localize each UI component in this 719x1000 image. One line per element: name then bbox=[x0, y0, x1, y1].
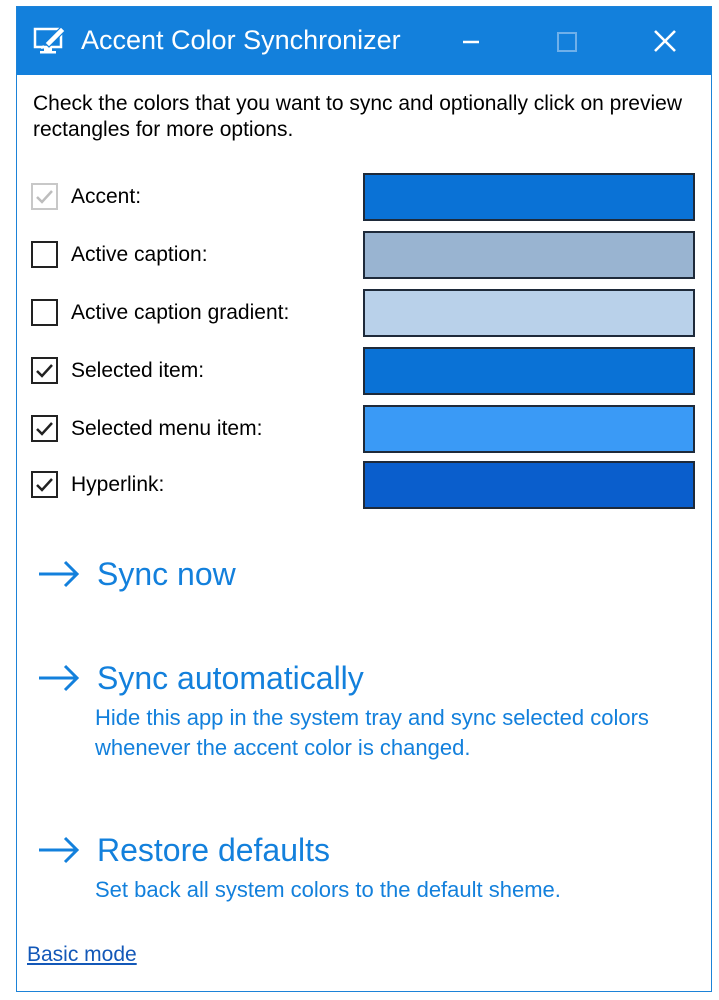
color-row-active-caption-gradient: Active caption gradient: bbox=[31, 289, 697, 337]
active-caption-label: Active caption: bbox=[71, 243, 208, 266]
sync-now-action: Sync now bbox=[37, 553, 677, 597]
active-caption-gradient-checkbox[interactable] bbox=[31, 299, 58, 326]
color-row-accent: Accent: bbox=[31, 173, 697, 221]
accent-label: Accent: bbox=[71, 185, 142, 208]
sync-now-title: Sync now bbox=[97, 556, 236, 592]
sync-now-button[interactable]: Sync now bbox=[37, 553, 677, 597]
color-row-selected-item: Selected item: bbox=[31, 347, 697, 395]
sync-automatically-title: Sync automatically bbox=[97, 660, 364, 696]
arrow-right-icon bbox=[39, 664, 80, 692]
selected-menu-item-swatch[interactable] bbox=[363, 405, 695, 453]
restore-defaults-title: Restore defaults bbox=[97, 832, 331, 868]
basic-mode-link[interactable]: Basic mode bbox=[27, 943, 137, 966]
app-window: Accent Color Synchronizer Check the colo… bbox=[16, 6, 712, 992]
minimize-icon bbox=[463, 40, 479, 44]
hyperlink-checkbox[interactable] bbox=[31, 471, 58, 498]
sync-automatically-action: Sync automatically Hide this app in the … bbox=[37, 657, 677, 763]
arrow-right-icon bbox=[39, 560, 80, 588]
selected-menu-item-label: Selected menu item: bbox=[71, 417, 263, 440]
content-area: Check the colors that you want to sync a… bbox=[17, 75, 711, 991]
intro-text: Check the colors that you want to sync a… bbox=[33, 92, 683, 141]
selected-item-label: Selected item: bbox=[71, 359, 205, 382]
maximize-icon bbox=[557, 32, 577, 52]
color-row-active-caption: Active caption: bbox=[31, 231, 697, 279]
accent-checkbox[interactable] bbox=[31, 183, 58, 210]
title-bar[interactable]: Accent Color Synchronizer bbox=[17, 7, 711, 75]
restore-defaults-button[interactable]: Restore defaults bbox=[37, 829, 677, 873]
restore-defaults-action: Restore defaults Set back all system col… bbox=[37, 829, 677, 905]
hyperlink-label: Hyperlink: bbox=[71, 473, 165, 496]
active-caption-checkbox[interactable] bbox=[31, 241, 58, 268]
selected-menu-item-checkbox[interactable] bbox=[31, 415, 58, 442]
sync-automatically-button[interactable]: Sync automatically bbox=[37, 657, 677, 701]
window-title: Accent Color Synchronizer bbox=[81, 25, 401, 55]
close-icon bbox=[654, 30, 676, 52]
checkmark-icon bbox=[36, 190, 53, 204]
active-caption-gradient-swatch[interactable] bbox=[363, 289, 695, 337]
active-caption-swatch[interactable] bbox=[363, 231, 695, 279]
arrow-right-icon bbox=[39, 836, 80, 864]
active-caption-gradient-label: Active caption gradient: bbox=[71, 301, 290, 324]
checkmark-icon bbox=[36, 478, 53, 492]
selected-item-swatch[interactable] bbox=[363, 347, 695, 395]
color-row-selected-menu-item: Selected menu item: bbox=[31, 405, 697, 453]
restore-defaults-description: Set back all system colors to the defaul… bbox=[95, 877, 561, 902]
hyperlink-swatch[interactable] bbox=[363, 461, 695, 509]
minimize-button[interactable] bbox=[451, 21, 491, 61]
checkmark-icon bbox=[36, 422, 53, 436]
close-button[interactable] bbox=[645, 21, 685, 61]
sync-automatically-description: Hide this app in the system tray and syn… bbox=[95, 705, 649, 760]
monitor-brush-icon bbox=[33, 23, 67, 55]
selected-item-checkbox[interactable] bbox=[31, 357, 58, 384]
color-row-hyperlink: Hyperlink: bbox=[31, 461, 697, 509]
accent-swatch[interactable] bbox=[363, 173, 695, 221]
checkmark-icon bbox=[36, 364, 53, 378]
maximize-button[interactable] bbox=[547, 21, 587, 61]
